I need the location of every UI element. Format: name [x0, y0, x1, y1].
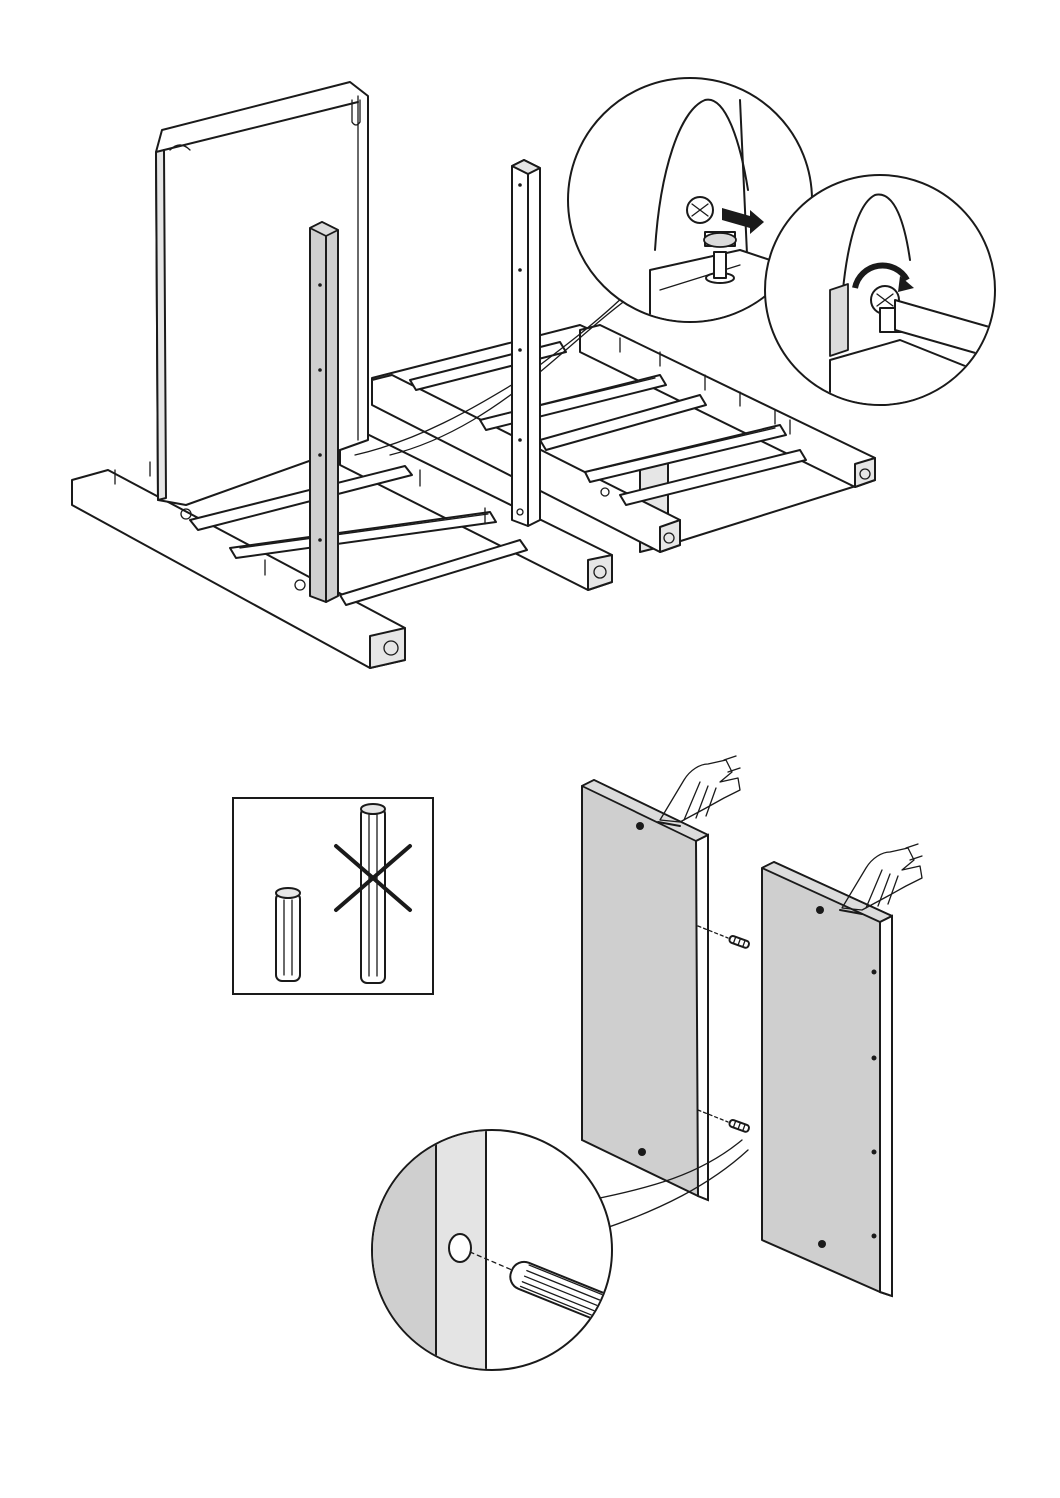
right-post [512, 160, 540, 526]
left-post [310, 222, 338, 602]
dowel-size-comparison [233, 798, 433, 994]
left-side-panel [582, 780, 728, 1200]
comparison-frame [233, 798, 433, 994]
wrong-dowel [361, 804, 385, 983]
press-hand-icon-left [658, 756, 740, 826]
bed-frame-illustration [72, 78, 1000, 668]
dowels-between-panels [729, 935, 750, 1132]
cam-lock-tighten-detail [765, 175, 1000, 420]
right-side-panel [762, 862, 892, 1296]
dowel-insert-detail [360, 1120, 628, 1380]
correct-dowel [276, 888, 300, 981]
